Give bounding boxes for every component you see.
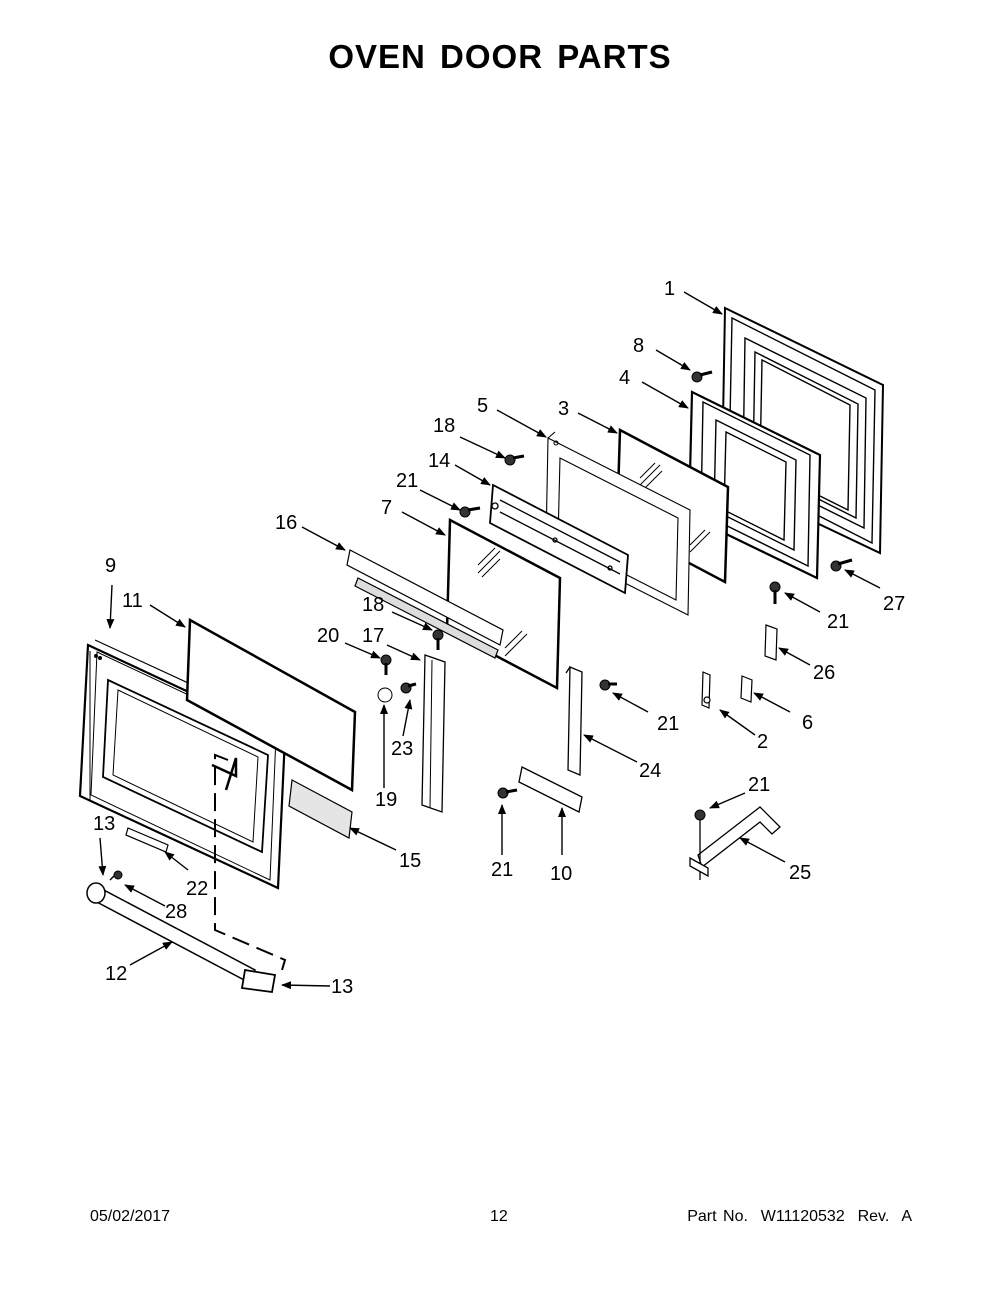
callout-23: 23 [391, 738, 413, 760]
part-16-top-trim [346, 549, 504, 659]
callout-15: 15 [399, 850, 421, 872]
callout-24: 24 [639, 760, 661, 782]
screw-23-icon [400, 682, 417, 694]
callout-21-mid: 21 [657, 713, 679, 735]
callout-3: 3 [558, 398, 569, 420]
screw-21-top-icon [459, 506, 481, 518]
callout-8: 8 [633, 335, 644, 357]
part-24-hinge-bracket [565, 666, 583, 776]
part-11-outer-glass [185, 617, 357, 793]
callout-28: 28 [165, 901, 187, 923]
part-6-clip [740, 675, 753, 703]
callout-21-low: 21 [491, 859, 513, 881]
screw-21-right-icon [769, 581, 781, 604]
page-title: OVEN DOOR PARTS [328, 38, 672, 75]
callout-7: 7 [381, 497, 392, 519]
part-25-hinge [689, 806, 781, 880]
callout-17: 17 [362, 625, 384, 647]
screw-21-low-icon [497, 787, 518, 799]
callout-5: 5 [477, 395, 488, 417]
callout-27: 27 [883, 593, 905, 615]
part-5-glass-pack-frame [545, 431, 691, 616]
part-15-bottom-trim [288, 779, 353, 839]
callout-11: 11 [122, 590, 143, 612]
screw-28-icon [113, 870, 123, 880]
callout-2: 2 [757, 731, 768, 753]
callout-26: 26 [813, 662, 835, 684]
screw-21-hinge-icon [694, 809, 706, 821]
screw-18-mid-icon [432, 629, 444, 650]
footer-page-number: 12 [490, 1208, 508, 1225]
callout-19: 19 [375, 789, 397, 811]
callout-12: 12 [105, 963, 127, 985]
callout-18: 18 [433, 415, 455, 437]
callout-14: 14 [428, 450, 450, 472]
callout-labels: 1 8 4 5 3 18 14 21 7 16 9 11 18 20 17 21… [93, 278, 905, 998]
screw-27-icon [830, 558, 853, 572]
callout-20: 20 [317, 625, 339, 647]
callout-16: 16 [275, 512, 297, 534]
callout-4: 4 [619, 367, 630, 389]
screw-8-icon [691, 370, 713, 383]
part-26-clip [764, 624, 778, 661]
leader-arrows [98, 291, 881, 990]
part-12-handle [86, 871, 277, 994]
callout-18-mid: 18 [362, 594, 384, 616]
callout-13-bottom: 13 [331, 976, 353, 998]
screw-21-mid-icon [599, 679, 617, 691]
footer-date: 05/02/2017 [90, 1208, 171, 1225]
screws [113, 370, 853, 880]
screw-18-top-icon [504, 454, 525, 466]
part-14-bracket [489, 483, 629, 595]
assembly-dash-lines [214, 753, 287, 971]
nut-19-icon [377, 687, 393, 703]
part-17-side-channel [421, 654, 446, 813]
part-2-latch [701, 671, 711, 709]
callout-9: 9 [105, 555, 116, 577]
callout-10: 10 [550, 863, 572, 885]
callout-13-top: 13 [93, 813, 115, 835]
callout-6: 6 [802, 712, 813, 734]
callout-21-hinge: 21 [748, 774, 770, 796]
part-10-hinge-plate [518, 766, 583, 813]
footer-part-number: Part No. W11120532 Rev. A [687, 1208, 912, 1225]
callout-21-right: 21 [827, 611, 849, 633]
callout-22: 22 [186, 878, 208, 900]
assembly-hinge-mark [211, 757, 238, 791]
callout-25: 25 [789, 862, 811, 884]
part-7-middle-glass [445, 517, 562, 691]
callout-1: 1 [664, 278, 675, 300]
callout-21: 21 [396, 470, 418, 492]
screw-20-icon [380, 654, 392, 675]
